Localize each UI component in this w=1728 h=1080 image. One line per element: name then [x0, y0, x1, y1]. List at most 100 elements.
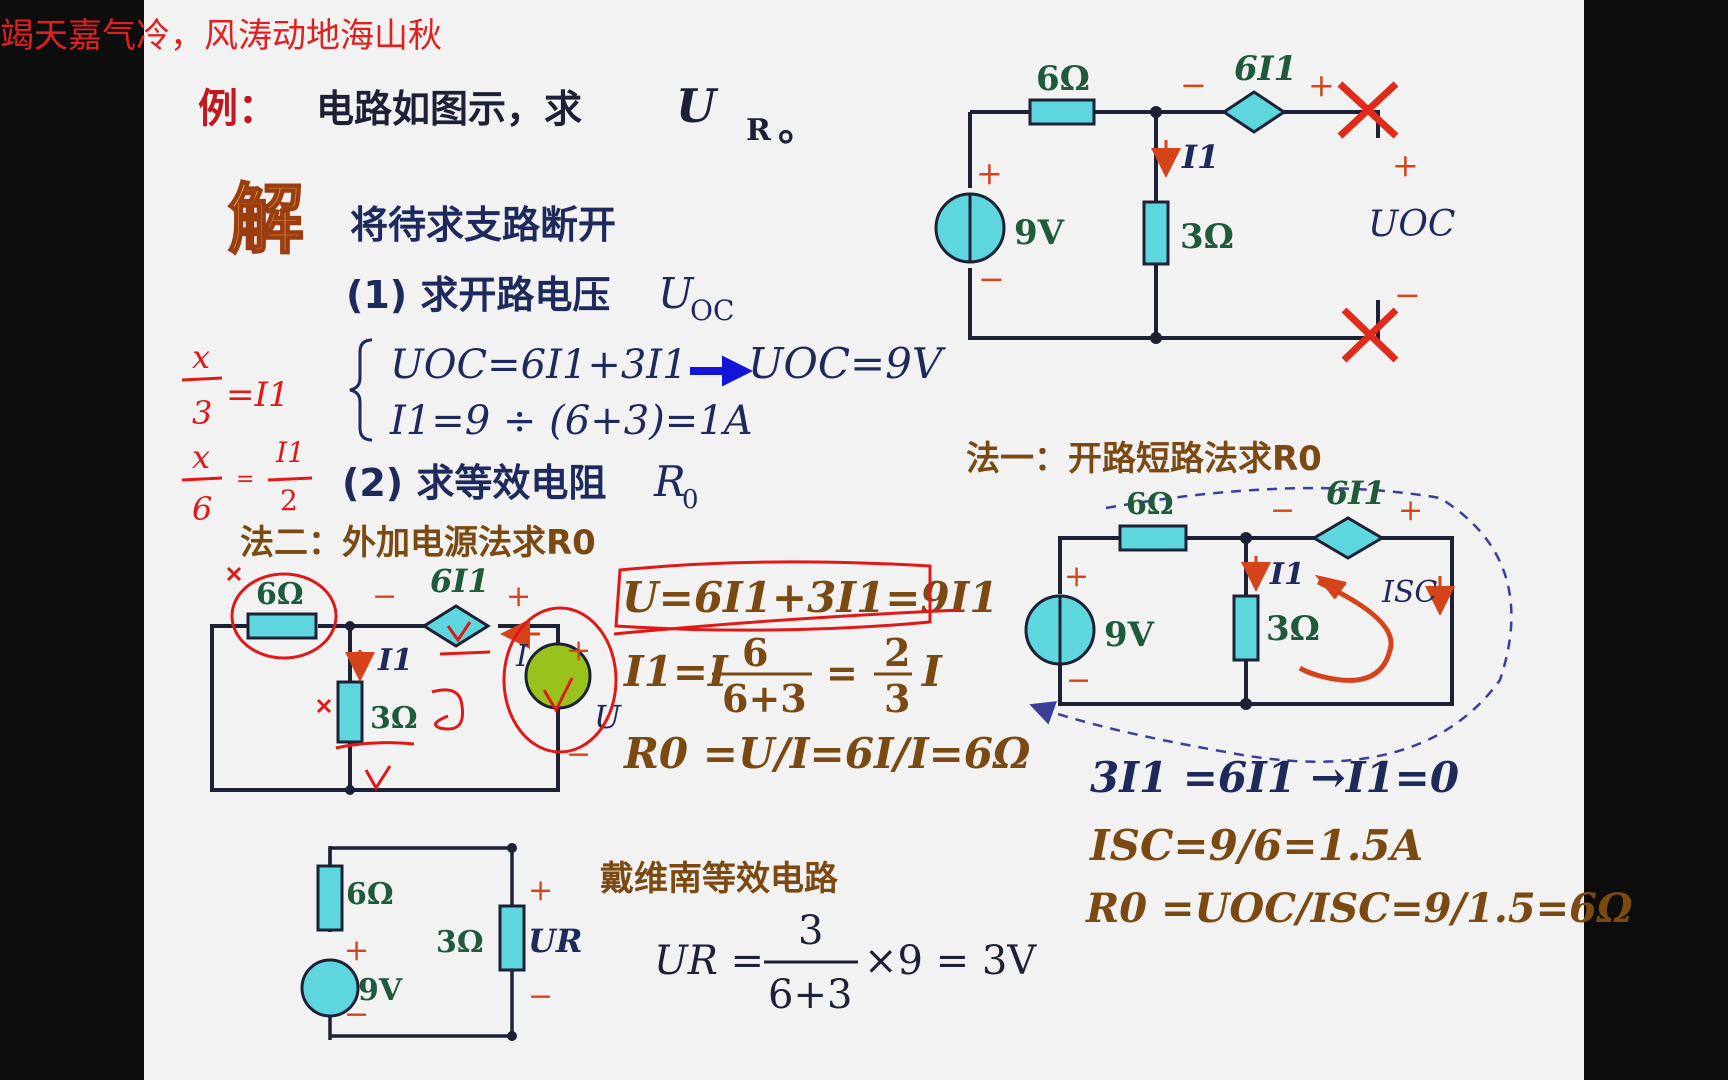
- equation-brace: [349, 338, 373, 442]
- m1-eq2: ISC=9/6=1.5A: [1089, 821, 1423, 870]
- th-eq-num: 3: [798, 908, 823, 954]
- step2-heading: (2) 求等效电阻 R 0: [342, 457, 699, 515]
- note2-bar: [181, 476, 223, 482]
- step1-heading: (1) 求开路电压 U OC: [346, 269, 734, 327]
- th-node-top: [507, 843, 517, 853]
- step2-var: R: [653, 457, 686, 506]
- eq-uoc-line2: I1=9 ÷ (6+3)=1A: [389, 398, 753, 444]
- src-minus: −: [978, 260, 1005, 298]
- wires-method2: [210, 624, 560, 792]
- m2-eq3: R0 =U/I=6I/I=6Ω: [623, 729, 1031, 778]
- m1-cs-minus: −: [1270, 493, 1295, 528]
- method1-title: 法一：开路短路法求R0: [966, 439, 1322, 479]
- th-ur-minus: −: [528, 979, 553, 1014]
- m1-resistor-3ohm: [1232, 594, 1260, 662]
- example-label: 例：: [198, 86, 278, 132]
- m2-label-i1: I1: [377, 643, 413, 678]
- m1-node-top: [1240, 532, 1252, 544]
- m2-eq2-left: I1=I: [623, 647, 729, 696]
- th-src-plus: +: [344, 933, 369, 968]
- circuit-open: 6Ω 6I1 9V 3Ω I1 UOC + − − + + −: [934, 49, 1455, 363]
- node-top: [1150, 106, 1162, 118]
- example-unknown-sub: R: [746, 113, 772, 148]
- m2-u-plus: +: [566, 633, 591, 668]
- m1-dashed-path: [1029, 486, 1513, 763]
- note2-rhs-bar: [267, 476, 313, 482]
- m1-label-i1: I1: [1269, 557, 1305, 592]
- th-eq-rhs: ×9 = 3V: [864, 938, 1037, 984]
- m2-eq-sign: =: [826, 650, 858, 695]
- m2-eq1: U=6I1+3I1=9I1: [622, 573, 998, 622]
- circle-6ohm: [230, 572, 338, 660]
- method2-equations: U=6I1+3I1=9I1 I1=I 6 6+3 = 2 3 I R0 =U/I…: [613, 560, 1031, 778]
- m2-node-top: [345, 621, 355, 631]
- m1-resistor-6ohm: [1118, 524, 1188, 552]
- dependent-source: [1221, 90, 1287, 134]
- th-src-minus: −: [344, 997, 369, 1032]
- example-end: 。: [778, 104, 818, 150]
- method1-equations: 3I1 =6I1 →I1=0 ISC=9/6=1.5A R0 =UOC/ISC=…: [1085, 753, 1633, 932]
- label-6ohm: 6Ω: [1036, 59, 1090, 99]
- label-6i1: 6I1: [1234, 49, 1297, 89]
- note2-rhs-bottom: 2: [280, 484, 298, 517]
- example-unknown: U: [676, 79, 719, 133]
- m1-label-3ohm: 3Ω: [1266, 609, 1320, 649]
- thevenin-equation: UR = 3 6+3 ×9 = 3V: [654, 908, 1037, 1018]
- m2-frac2-num: 2: [884, 630, 910, 675]
- m2-cs-minus: −: [372, 579, 397, 614]
- th-eq-lhs: UR =: [654, 938, 764, 984]
- note1-bar: [181, 376, 223, 382]
- m2-frac1-den: 6+3: [722, 676, 807, 721]
- m1-eq1: 3I1 =6I1 →I1=0: [1090, 753, 1459, 802]
- short-stroke: [439, 650, 491, 656]
- m2-cs-plus: +: [506, 579, 531, 614]
- resistor-3ohm: [1142, 200, 1170, 266]
- note1-bottom: 3: [192, 394, 212, 432]
- m1-label-6i1: 6I1: [1326, 474, 1386, 512]
- th-label-3ohm: 3Ω: [436, 925, 484, 960]
- th-voltage-source: [300, 958, 360, 1018]
- cs-minus: −: [1180, 66, 1207, 104]
- m1-eq3: R0 =UOC/ISC=9/1.5=6Ω: [1085, 885, 1633, 932]
- underline-3ohm: [335, 741, 415, 750]
- m2-label-6ohm: 6Ω: [256, 577, 304, 612]
- m1-loop-arrow-head: [1314, 574, 1347, 600]
- resistor-6ohm: [1028, 98, 1096, 126]
- m2-eq2-right: I: [921, 647, 943, 696]
- m2-eq1-underline: [613, 608, 961, 636]
- step-disconnect: 将待求支路断开: [350, 203, 616, 247]
- node-bottom: [1150, 332, 1162, 344]
- src-plus: +: [976, 154, 1003, 192]
- th-resistor-3ohm: [498, 904, 526, 972]
- thevenin-title: 戴维南等效电路: [600, 859, 839, 899]
- th-label-ur: UR: [528, 922, 583, 960]
- th-label-9v: 9V: [358, 973, 403, 1008]
- m2-resistor-3ohm: [336, 680, 364, 744]
- check-mark-1: [364, 765, 392, 791]
- m2-label-3ohm: 3Ω: [370, 701, 418, 736]
- m2-node-bottom: [345, 785, 355, 795]
- cut-mark-bottom-icon: [1341, 307, 1399, 363]
- circuit-thevenin: 6Ω 9V 3Ω UR + − + −: [300, 843, 583, 1041]
- method2-title: 法二：外加电源法求R0: [240, 523, 596, 563]
- note2-eq: =: [236, 467, 254, 492]
- result-arrow-icon: [690, 355, 753, 387]
- note2-bottom: 6: [192, 490, 212, 528]
- solution-icon: 解: [227, 174, 305, 265]
- m2-dependent-source: [421, 604, 491, 648]
- check-mark-3: [542, 677, 574, 714]
- m1-cs-plus: +: [1398, 493, 1423, 528]
- note1-rhs: =I1: [226, 375, 290, 415]
- circuit-method2: 6Ω 6I1 3Ω I1 I U − + + −: [210, 562, 622, 795]
- ticker-text: 竭天嘉气冷，风涛动地海山秋: [0, 16, 442, 56]
- m1-label-isc: ISC: [1381, 575, 1437, 610]
- th-node-bottom: [507, 1031, 517, 1041]
- th-ur-plus: +: [528, 873, 553, 908]
- label-9v: 9V: [1014, 213, 1065, 253]
- step2-prefix: (2) 求等效电阻: [342, 461, 606, 505]
- check-mark-2: [446, 621, 472, 643]
- uoc-plus: +: [1392, 146, 1419, 184]
- cross-mark-2: [316, 698, 332, 714]
- m2-frac2-den: 3: [884, 676, 910, 721]
- label-3ohm: 3Ω: [1180, 217, 1234, 257]
